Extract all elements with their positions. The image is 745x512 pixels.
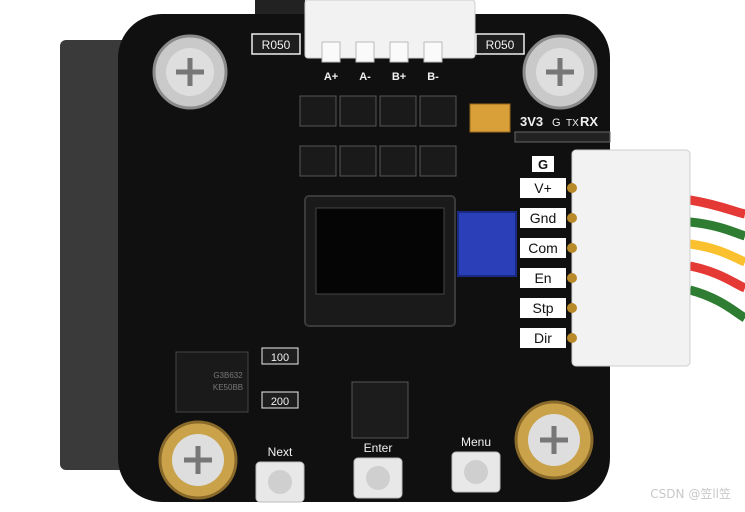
uart-label-g: G [552,117,561,129]
screw-top-right [522,34,598,110]
pin-label: Com [528,240,558,256]
pin-label: G [538,157,548,172]
watermark: CSDN @笠ll笠 [650,487,731,501]
driver-chip [175,351,249,413]
screw-bottom-left [158,420,238,500]
coil-label-b-neg: B- [427,71,439,83]
mcu-chip [351,381,409,439]
screw-bottom-right [514,400,594,480]
tantalum-capacitor [469,103,511,133]
wire-bundle [688,195,745,322]
coil-label-a-pos: A+ [324,71,338,83]
chip-label-line2: KE50BB [213,383,243,392]
pin-label: Stp [532,300,553,316]
coil-label-a-neg: A- [359,71,371,83]
motor-body [60,40,130,470]
mosfet-array [299,95,457,177]
resistor-label-right: R050 [486,38,515,52]
pin-label: Dir [534,330,552,346]
resistor-label-100: 100 [271,352,289,364]
button-label-enter: Enter [364,441,393,455]
pin-label: V+ [534,180,552,196]
uart-label-rx: RX [580,114,598,129]
coil-label-b-pos: B+ [392,71,406,83]
pin-label: Gnd [530,210,556,226]
pin-label: En [534,270,551,286]
signal-connector [571,149,691,367]
next-button[interactable] [255,461,305,503]
button-label-menu: Menu [461,435,491,449]
oled-screen [315,207,445,295]
resistor-label-left: R050 [262,38,291,52]
chip-label-line1: G3B632 [213,371,243,380]
menu-button[interactable] [451,451,501,493]
uart-label-tx: TX [566,118,579,129]
connector-pins [567,183,577,343]
connector-pin-labels: G V+ Gnd Com En Stp Dir [520,156,566,348]
uart-label-3v3: 3V3 [520,114,543,129]
resistor-label-200: 200 [271,396,289,408]
uart-header [514,131,611,143]
screw-top-left [152,34,228,110]
button-label-next: Next [268,445,293,459]
enter-button[interactable] [353,457,403,499]
potentiometer [457,211,517,277]
